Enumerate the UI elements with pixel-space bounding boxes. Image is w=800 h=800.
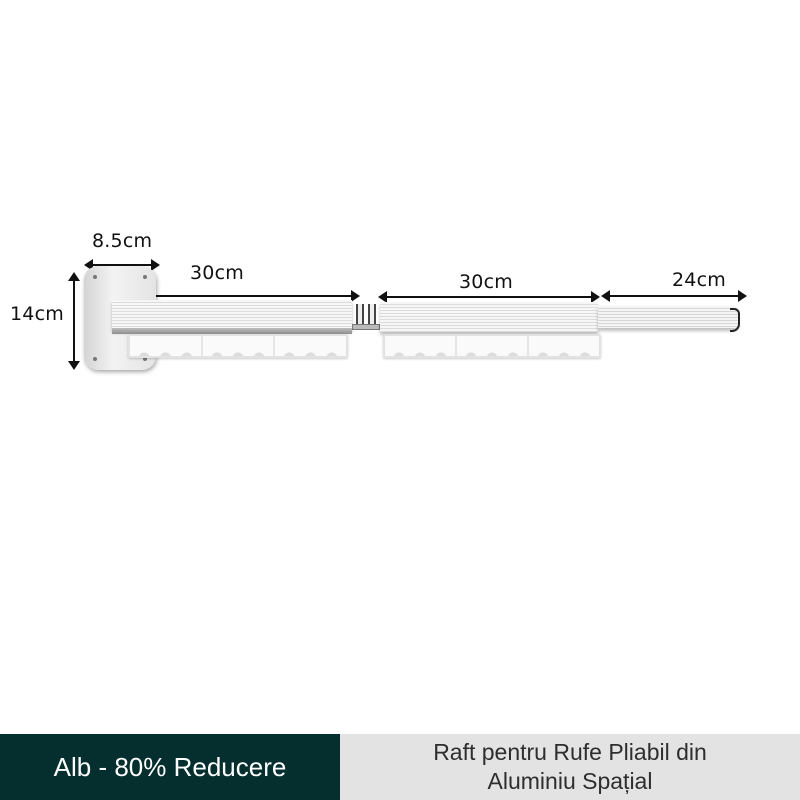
variant-discount-label: Alb - 80% Reducere: [0, 734, 340, 800]
arm-2-length-label: 30cm: [459, 271, 513, 293]
extension-length-arrow: [601, 290, 747, 302]
plate-height-arrow: [68, 272, 80, 370]
product-title: Raft pentru Rufe Pliabil din Aluminiu Sp…: [340, 734, 800, 800]
hanger-tray-1: [128, 334, 348, 358]
arm-1-length-label: 30cm: [190, 262, 244, 284]
arm-1: [112, 300, 352, 330]
fold-hinge: [352, 300, 380, 330]
end-hook: [730, 308, 740, 332]
extension-length-label: 24cm: [672, 269, 726, 291]
product-banner: Alb - 80% Reducere Raft pentru Rufe Plia…: [0, 734, 800, 800]
product-image: 8.5cm 14cm 30cm 30cm 24cm: [10, 230, 747, 370]
plate-width-arrow: [84, 259, 160, 271]
hanger-tray-2: [383, 334, 601, 358]
arm-1-base: [112, 328, 352, 334]
arm-2-length-arrow: [378, 291, 600, 303]
extension-rod: [598, 306, 738, 328]
product-title-line-1: Raft pentru Rufe Pliabil din: [433, 739, 707, 765]
arm-2: [380, 302, 598, 332]
plate-height-label: 14cm: [10, 303, 64, 325]
product-title-line-2: Aluminiu Spațial: [487, 768, 653, 794]
plate-width-label: 8.5cm: [92, 230, 153, 252]
